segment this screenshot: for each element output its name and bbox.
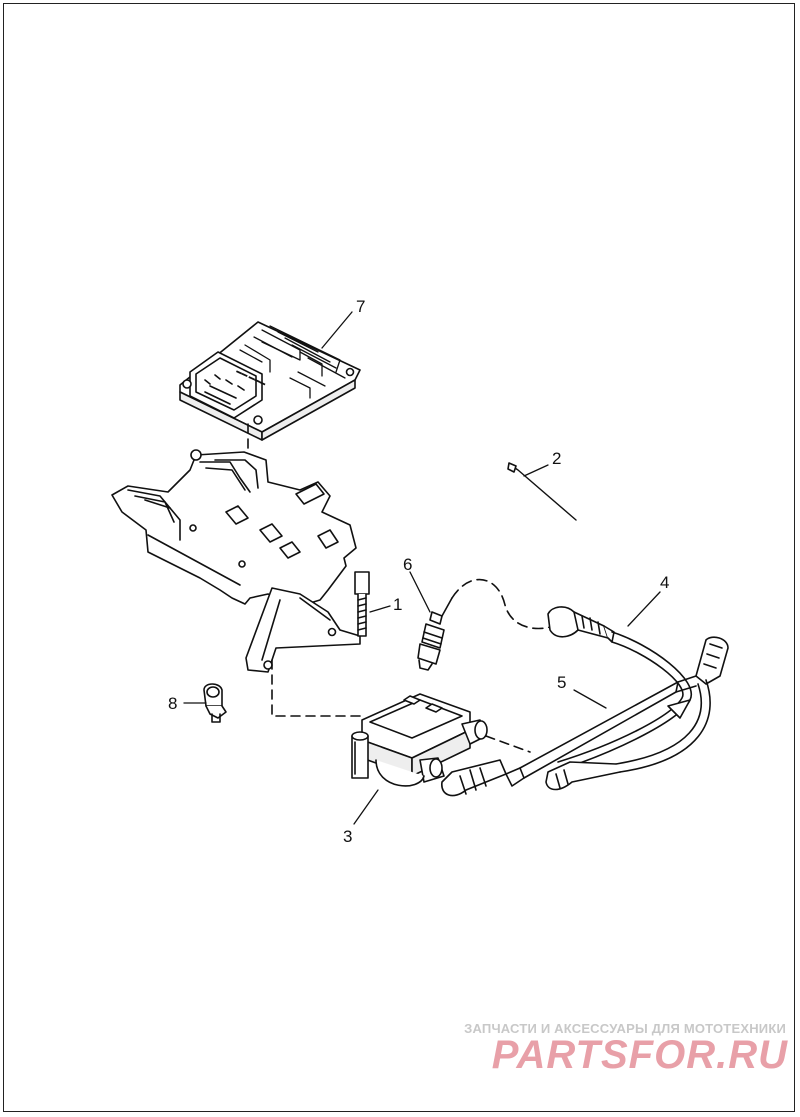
leader-7: [321, 311, 353, 349]
callout-2: 2: [552, 449, 561, 468]
watermark-tagline: ЗАПЧАСТИ И АКСЕССУАРЫ ДЛЯ МОТОТЕХНИКИ: [464, 1021, 786, 1036]
ecm-mounting-bracket[interactable]: [111, 449, 361, 717]
callout-4: 4: [660, 573, 669, 592]
mounting-bolt[interactable]: [354, 571, 370, 637]
wire-clip[interactable]: [203, 683, 227, 723]
leader-1: [369, 605, 391, 613]
leader-lines: [183, 311, 661, 825]
callout-6: 6: [403, 555, 412, 574]
cable-strap[interactable]: [507, 462, 577, 521]
callout-5: 5: [557, 673, 566, 692]
spark-plug-wire-front[interactable]: [547, 606, 693, 771]
ignition-coil[interactable]: [351, 693, 531, 787]
callout-7: 7: [356, 297, 365, 316]
spark-plug-wire-rear[interactable]: [441, 636, 729, 797]
ecm-module[interactable]: ▬▬ ▬▬▬: [179, 321, 361, 601]
leader-6: [409, 571, 431, 613]
spark-plug[interactable]: [417, 578, 557, 671]
leader-3: [353, 789, 379, 825]
callout-3: 3: [343, 827, 352, 846]
page-frame: [3, 3, 795, 1112]
callout-8: 8: [168, 694, 177, 713]
watermark-logo: PARTSFOR.RU: [491, 1033, 788, 1077]
leader-2: [523, 464, 549, 477]
leader-5: [573, 689, 607, 709]
callout-1: 1: [393, 595, 402, 614]
leader-4: [627, 591, 661, 627]
